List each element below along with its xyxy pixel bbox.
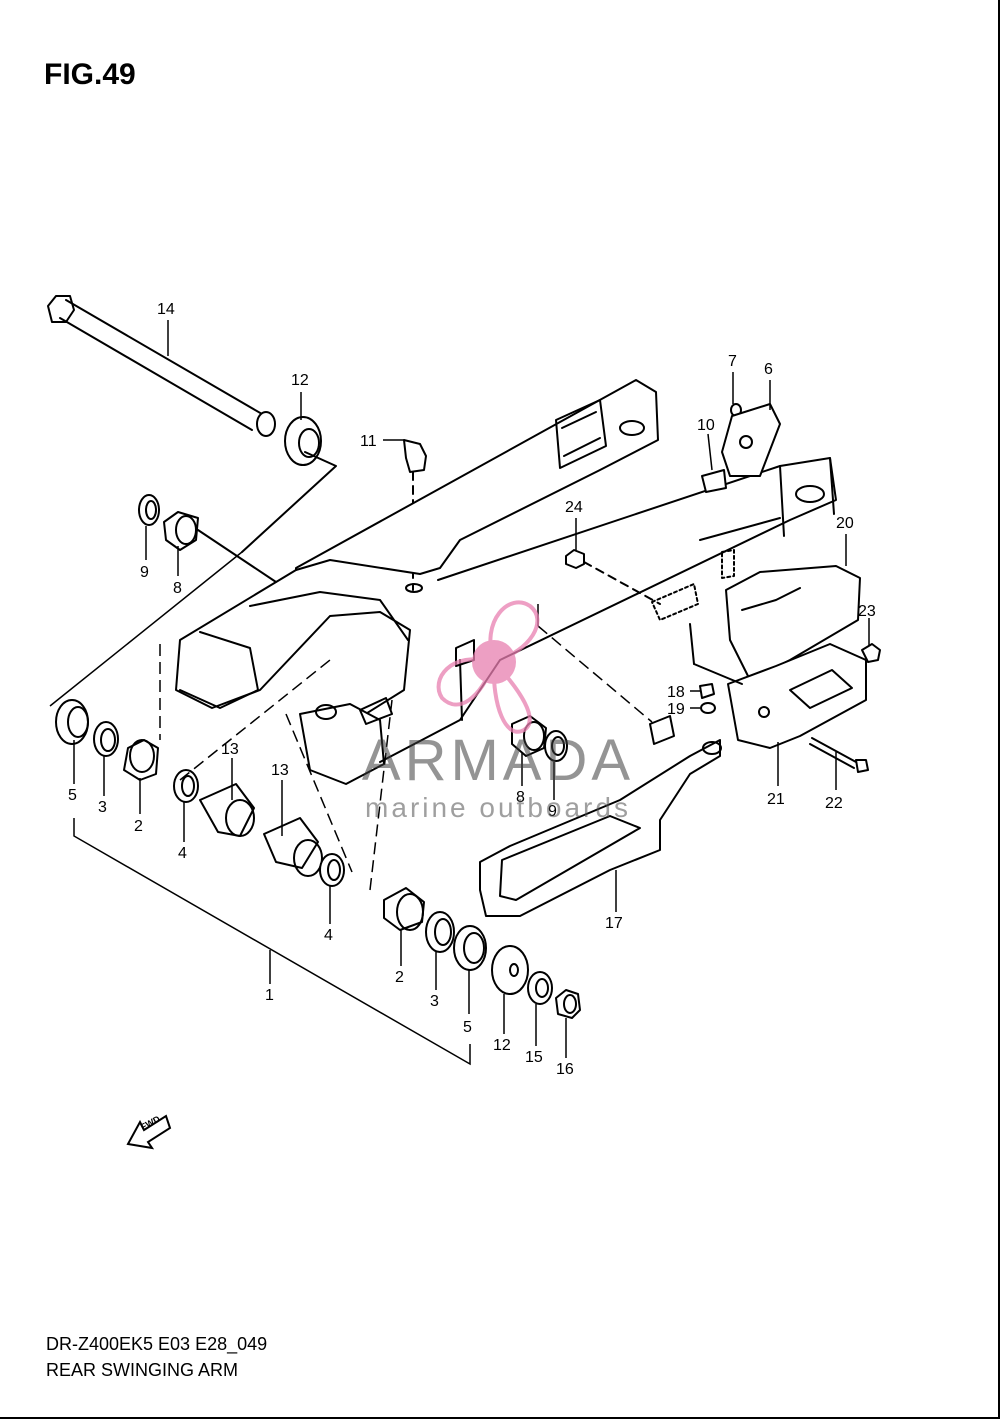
callout-label: 24 [565,499,583,516]
watermark-brand: ARMADA [361,728,635,793]
callout-label: 5 [68,787,77,804]
model-code: DR-Z400EK5 E03 E28_049 [46,1334,268,1354]
callout-label: 13 [221,741,239,758]
pivot-parts-left [55,699,345,887]
swing-arm-body [175,379,837,785]
callout-label: 12 [493,1037,511,1054]
bearing-upper-left [138,494,277,583]
callout-label: 20 [836,515,854,532]
callout-label: 21 [767,791,785,808]
callout-label: 19 [667,701,685,718]
screw-18 [699,683,716,714]
footer: DR-Z400EK5 E03 E28_049 REAR SWINGING ARM [46,1331,267,1383]
callout-label: 5 [463,1019,472,1036]
callout-label: 15 [525,1049,543,1066]
callout-label: 16 [556,1061,574,1078]
callout-label: 14 [157,301,175,318]
callout-label: 13 [271,762,289,779]
chain-guide [725,565,861,681]
callout-label: 3 [98,799,107,816]
callout-label: 9 [140,564,149,581]
callout-label: 23 [858,603,876,620]
callout-label: 1 [265,987,274,1004]
chain-guide-plate [689,623,867,749]
callout-label: 6 [764,361,773,378]
watermark-logo [436,600,540,734]
callout-label: 18 [667,684,685,701]
callout-labels: 14 12 11 9 8 7 6 10 24 20 23 18 19 21 22… [68,301,876,1078]
callout-label: 3 [430,993,439,1010]
watermark-subtitle: marine outboards [365,792,631,823]
figure-title: FIG.49 [44,58,136,91]
watermark: ARMADA marine outboards [348,730,648,824]
callout-label: 8 [173,580,182,597]
pivot-bolt [47,295,276,437]
washer-top [241,416,337,553]
callout-label: 12 [291,372,309,389]
pivot-parts-right [383,715,581,1019]
chain-guide-bracket [701,403,781,493]
callout-label: 9 [548,803,557,820]
callout-label: 22 [825,795,843,812]
callout-label: 4 [178,845,187,862]
chain-slider [479,715,722,917]
callout-label: 17 [605,915,623,932]
section-name: REAR SWINGING ARM [46,1360,239,1380]
callout-label: 2 [134,818,143,835]
callout-label: 7 [728,353,737,370]
callout-label: 2 [395,969,404,986]
callout-label: 11 [360,433,377,450]
bolt-22 [809,737,869,773]
callout-label: 4 [324,927,333,944]
nut-24 [565,549,661,605]
callout-label: 10 [697,417,715,434]
callout-label: 8 [516,789,525,806]
fwd-arrow-icon [126,1114,172,1150]
leader-lines [49,320,870,1066]
